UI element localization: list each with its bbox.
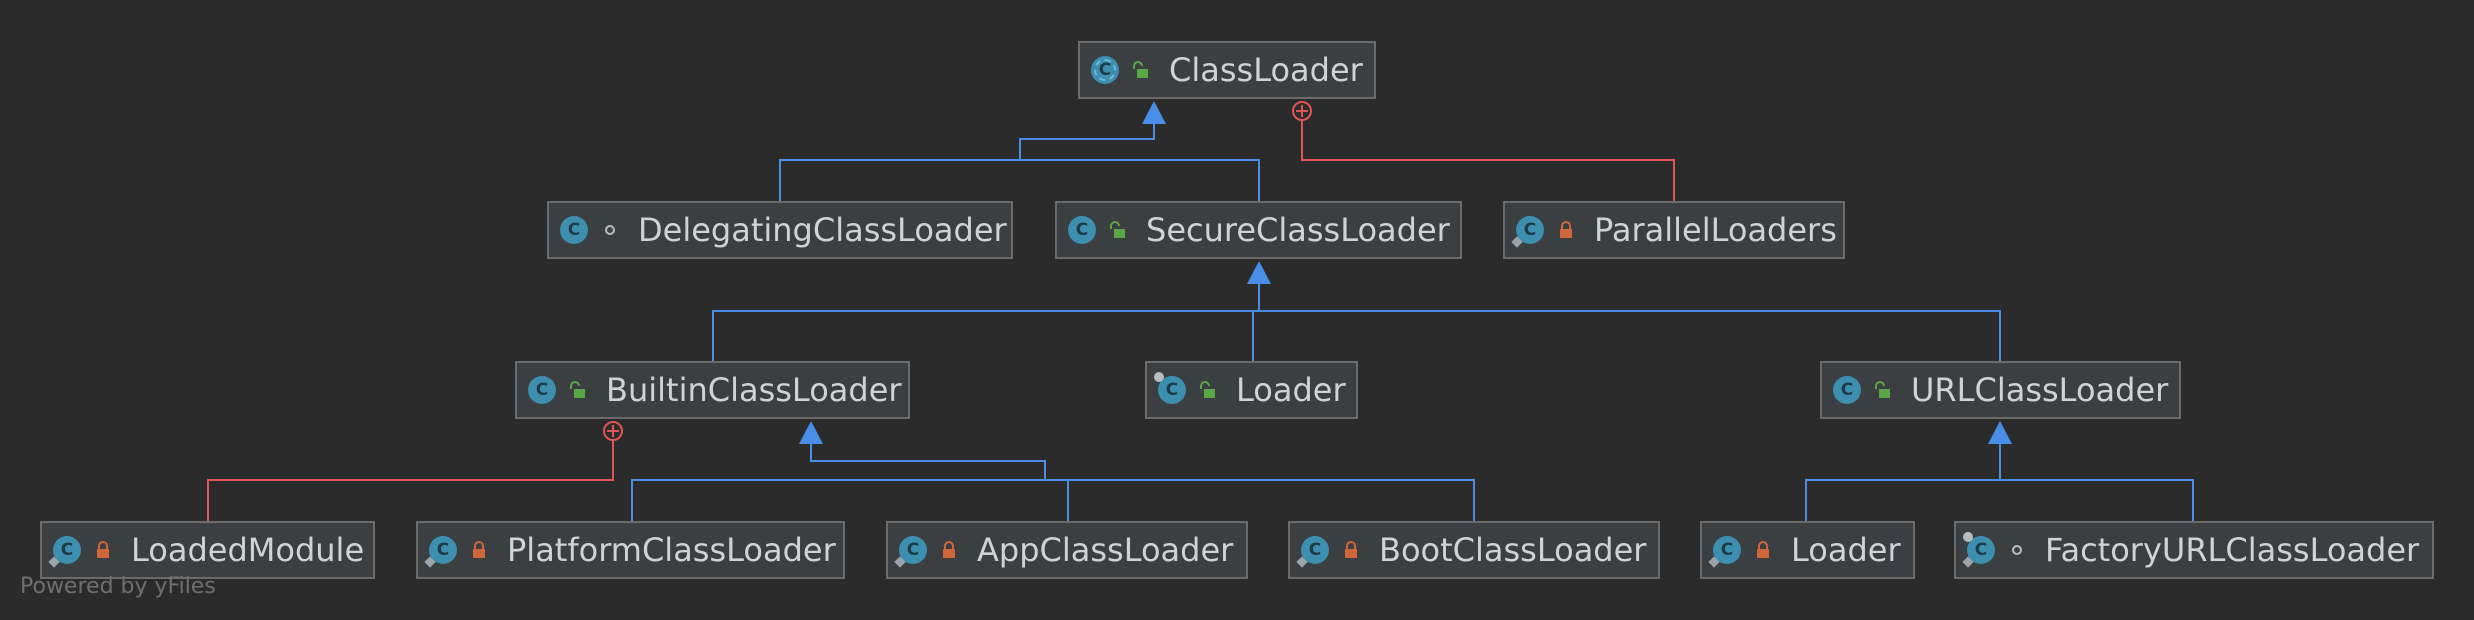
public-unlocked-icon bbox=[1875, 381, 1891, 399]
private-lock-icon bbox=[471, 541, 487, 559]
edge-loadedmodule-to-builtin bbox=[207, 440, 614, 521]
edge-boot-to-builtin bbox=[1045, 479, 1475, 521]
public-unlocked-icon bbox=[1110, 221, 1126, 239]
edge-factory-to-urlclassloader bbox=[2000, 479, 2194, 521]
node-classloader[interactable]: C ClassLoader bbox=[1078, 41, 1376, 99]
class-icon: C bbox=[560, 216, 588, 244]
node-bootclassloader[interactable]: C BootClassLoader bbox=[1288, 521, 1660, 579]
abstract-class-icon: C bbox=[1091, 56, 1119, 84]
arrowhead-builtin bbox=[799, 421, 823, 444]
static-class-icon: C bbox=[1301, 536, 1329, 564]
node-parallelloaders[interactable]: C ParallelLoaders bbox=[1503, 201, 1845, 259]
private-lock-icon bbox=[1558, 221, 1574, 239]
node-secureclassloader[interactable]: C SecureClassLoader bbox=[1055, 201, 1462, 259]
inner-class-marker-classloader bbox=[1292, 101, 1312, 121]
powered-by-footer: Powered by yFiles bbox=[20, 574, 216, 599]
node-loader-private[interactable]: C Loader bbox=[1700, 521, 1915, 579]
node-appclassloader[interactable]: C AppClassLoader bbox=[886, 521, 1248, 579]
edge-parallel-to-classloader bbox=[1301, 120, 1675, 201]
arrowhead-secure bbox=[1247, 261, 1271, 284]
private-lock-icon bbox=[1755, 541, 1771, 559]
class-icon: C bbox=[1833, 376, 1861, 404]
node-label: Loader bbox=[1236, 371, 1346, 409]
node-label: SecureClassLoader bbox=[1146, 211, 1450, 249]
class-icon: C bbox=[1154, 372, 1186, 404]
node-label: PlatformClassLoader bbox=[507, 531, 836, 569]
node-loadedmodule[interactable]: C LoadedModule bbox=[40, 521, 375, 579]
node-label: URLClassLoader bbox=[1911, 371, 2169, 409]
node-builtinclassloader[interactable]: C BuiltinClassLoader bbox=[515, 361, 910, 419]
static-class-icon: C bbox=[1516, 216, 1544, 244]
node-label: DelegatingClassLoader bbox=[638, 211, 1007, 249]
edge-urlclassloader-to-secure bbox=[1259, 310, 2001, 361]
edge-secure-to-classloader bbox=[1020, 159, 1260, 201]
public-unlocked-icon bbox=[1133, 61, 1149, 79]
node-label: FactoryURLClassLoader bbox=[2045, 531, 2420, 569]
class-icon: C bbox=[1068, 216, 1096, 244]
node-label: LoadedModule bbox=[131, 531, 365, 569]
package-private-icon bbox=[602, 221, 618, 239]
node-label: AppClassLoader bbox=[977, 531, 1234, 569]
arrowhead-classloader bbox=[1142, 101, 1166, 124]
node-urlclassloader[interactable]: C URLClassLoader bbox=[1820, 361, 2181, 419]
node-platformclassloader[interactable]: C PlatformClassLoader bbox=[416, 521, 845, 579]
node-label: Loader bbox=[1791, 531, 1901, 569]
static-class-icon: C bbox=[429, 536, 457, 564]
arrowhead-urlclassloader bbox=[1988, 421, 2012, 444]
package-private-icon bbox=[2009, 541, 2025, 559]
node-loader-public[interactable]: C Loader bbox=[1145, 361, 1358, 419]
inner-class-marker-builtin bbox=[603, 421, 623, 441]
edge-platform-to-builtin bbox=[631, 443, 1046, 521]
edge-builtin-to-secure bbox=[712, 281, 1260, 361]
class-icon: C bbox=[528, 376, 556, 404]
public-unlocked-icon bbox=[1200, 381, 1216, 399]
private-lock-icon bbox=[941, 541, 957, 559]
static-class-icon: C bbox=[53, 536, 81, 564]
private-lock-icon bbox=[95, 541, 111, 559]
node-factoryurlclassloader[interactable]: C FactoryURLClassLoader bbox=[1954, 521, 2434, 579]
static-class-icon: C bbox=[1713, 536, 1741, 564]
node-delegatingclassloader[interactable]: C DelegatingClassLoader bbox=[547, 201, 1013, 259]
node-label: ParallelLoaders bbox=[1594, 211, 1837, 249]
public-unlocked-icon bbox=[570, 381, 586, 399]
static-class-icon: C bbox=[1963, 532, 1995, 564]
node-label: BootClassLoader bbox=[1379, 531, 1647, 569]
private-lock-icon bbox=[1343, 541, 1359, 559]
edge-loader2-to-urlclassloader bbox=[1805, 443, 2001, 521]
static-class-icon: C bbox=[899, 536, 927, 564]
edge-delegating-to-classloader bbox=[779, 122, 1155, 201]
node-label: BuiltinClassLoader bbox=[606, 371, 902, 409]
node-label: ClassLoader bbox=[1169, 51, 1363, 89]
